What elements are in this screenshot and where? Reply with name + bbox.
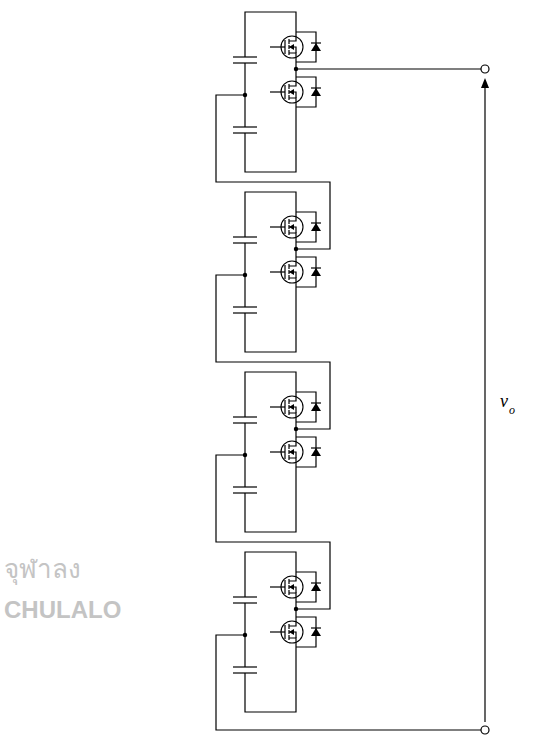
mosfet-drain bbox=[289, 567, 296, 581]
mosfet-arrow bbox=[289, 404, 294, 410]
mosfet-source bbox=[289, 413, 296, 427]
gate-lead bbox=[270, 226, 285, 227]
mosfet-arrow bbox=[289, 44, 294, 50]
gate-lead bbox=[270, 631, 285, 632]
capacitor-plate bbox=[233, 56, 257, 57]
half-bridge-cell bbox=[216, 552, 481, 730]
cell-link bbox=[216, 95, 330, 249]
cell-link bbox=[216, 455, 330, 609]
capacitor-plate bbox=[233, 126, 257, 127]
capacitor-plate bbox=[233, 666, 257, 667]
mosfet-drain bbox=[289, 252, 296, 266]
capacitor-plate bbox=[233, 236, 257, 237]
arrowhead bbox=[481, 78, 489, 88]
mosfet-drain bbox=[289, 432, 296, 446]
diode-bar bbox=[311, 42, 321, 43]
watermark: จุฬาลง bbox=[4, 556, 81, 582]
mosfet-arrow bbox=[289, 89, 294, 95]
negative-rail bbox=[245, 112, 296, 172]
diode-lead bbox=[296, 617, 316, 647]
mosfet-drain bbox=[289, 207, 296, 221]
diode-bar bbox=[311, 87, 321, 88]
mosfet-source bbox=[289, 278, 296, 292]
diode-lead bbox=[296, 32, 316, 62]
half-bridge-cell bbox=[216, 372, 330, 609]
mosfet-source bbox=[289, 233, 296, 247]
diode-bar bbox=[311, 402, 321, 403]
voltage-arrow bbox=[484, 84, 485, 722]
terminal bbox=[481, 726, 489, 734]
capacitor-plate bbox=[233, 306, 257, 307]
mosfet-arrow bbox=[289, 269, 294, 275]
diode-lead bbox=[296, 392, 316, 422]
gate-lead bbox=[270, 406, 285, 407]
diode-symbol bbox=[311, 223, 321, 231]
diode-lead bbox=[296, 77, 316, 107]
diode-lead bbox=[296, 437, 316, 467]
junction-dot bbox=[294, 427, 298, 431]
diode-symbol bbox=[311, 43, 321, 51]
diode-symbol bbox=[311, 448, 321, 456]
capacitor-plate bbox=[233, 416, 257, 417]
mosfet-drain bbox=[289, 612, 296, 626]
gate-lead bbox=[270, 271, 285, 272]
positive-rail bbox=[245, 372, 296, 417]
positive-rail bbox=[245, 192, 296, 237]
diode-symbol bbox=[311, 403, 321, 411]
diode-symbol bbox=[311, 628, 321, 636]
mosfet-source bbox=[289, 458, 296, 472]
diode-bar bbox=[311, 267, 321, 268]
mosfet-source bbox=[289, 638, 296, 652]
mosfet-arrow bbox=[289, 584, 294, 590]
positive-rail bbox=[245, 552, 296, 597]
gate-lead bbox=[270, 451, 285, 452]
gate-lead bbox=[270, 586, 285, 587]
terminal bbox=[481, 65, 489, 73]
output-wire bbox=[216, 635, 481, 730]
negative-rail bbox=[245, 292, 296, 352]
mosfet-drain bbox=[289, 72, 296, 86]
mosfet-source bbox=[289, 53, 296, 67]
mosfet-arrow bbox=[289, 224, 294, 230]
diode-bar bbox=[311, 222, 321, 223]
mosfet-arrow bbox=[289, 629, 294, 635]
watermark: CHULALO bbox=[4, 598, 121, 622]
diode-bar bbox=[311, 627, 321, 628]
mosfet-source bbox=[289, 98, 296, 112]
output-wire bbox=[296, 68, 481, 69]
diode-lead bbox=[296, 257, 316, 287]
voltage-subscript: o bbox=[509, 404, 515, 416]
diode-lead bbox=[296, 572, 316, 602]
gate-lead bbox=[270, 91, 285, 92]
diode-symbol bbox=[311, 268, 321, 276]
mosfet-arrow bbox=[289, 449, 294, 455]
capacitor-plate bbox=[233, 486, 257, 487]
negative-rail bbox=[245, 652, 296, 712]
half-bridge-cell bbox=[216, 12, 330, 249]
junction-dot bbox=[294, 607, 298, 611]
mosfet-source bbox=[289, 593, 296, 607]
mosfet-drain bbox=[289, 387, 296, 401]
junction-dot bbox=[294, 247, 298, 251]
mosfet-drain bbox=[289, 27, 296, 41]
diode-bar bbox=[311, 582, 321, 583]
capacitor-plate bbox=[233, 596, 257, 597]
half-bridge-cell bbox=[216, 192, 330, 429]
diode-symbol bbox=[311, 88, 321, 96]
voltage-symbol: v bbox=[500, 392, 508, 410]
gate-lead bbox=[270, 46, 285, 47]
diode-lead bbox=[296, 212, 316, 242]
diode-symbol bbox=[311, 583, 321, 591]
cell-link bbox=[216, 275, 330, 429]
positive-rail bbox=[245, 12, 296, 57]
negative-rail bbox=[245, 472, 296, 532]
diode-bar bbox=[311, 447, 321, 448]
